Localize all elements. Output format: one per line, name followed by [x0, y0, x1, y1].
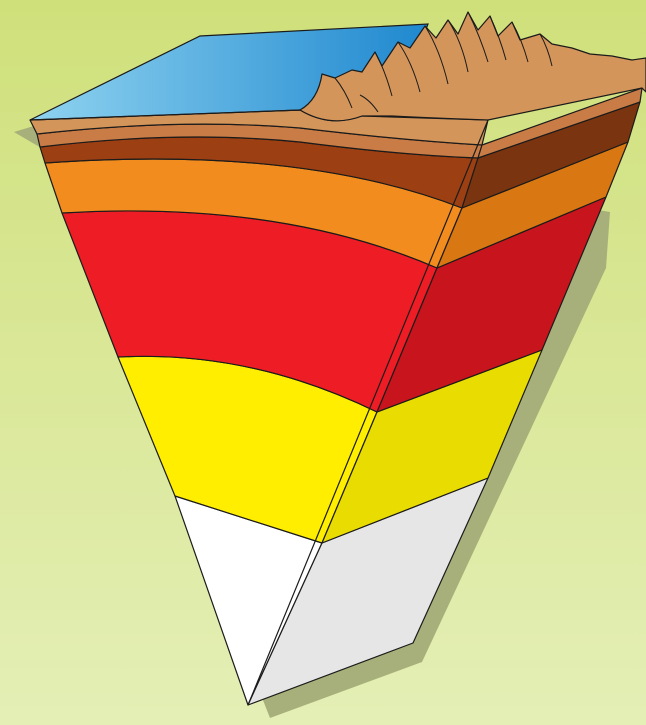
- diagram-canvas: [0, 0, 646, 725]
- earth-layers-diagram: [0, 0, 646, 725]
